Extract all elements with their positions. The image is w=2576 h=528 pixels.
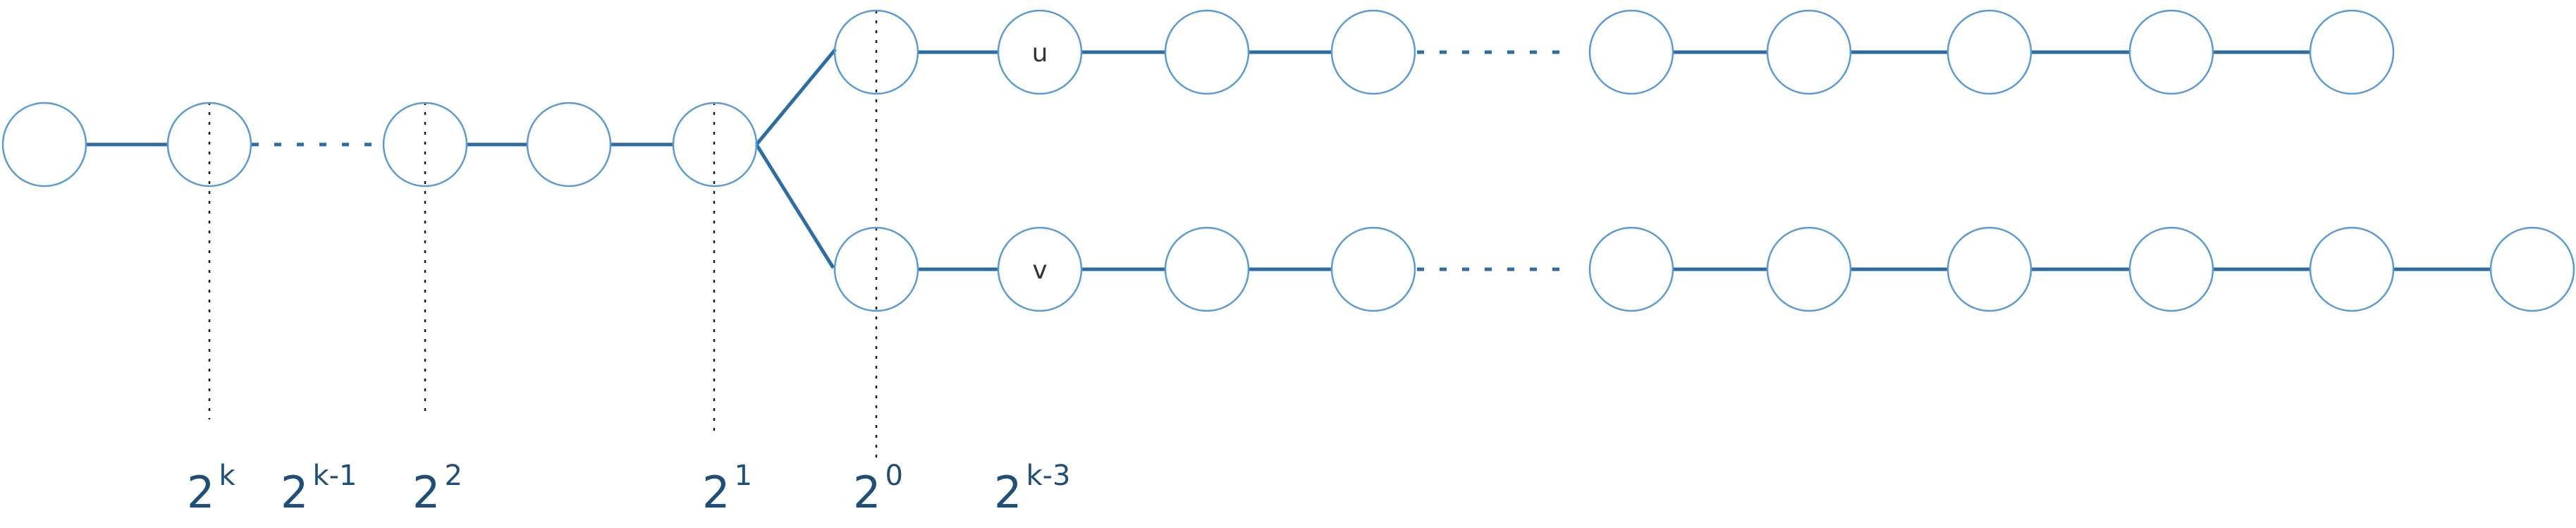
graph-node bbox=[1766, 9, 1852, 95]
graph-node bbox=[1946, 226, 2032, 312]
graph-node bbox=[1, 102, 87, 188]
graph-node bbox=[1164, 9, 1250, 95]
branch-edge-bottom bbox=[754, 143, 835, 269]
node-v bbox=[997, 226, 1083, 312]
bottom-path-nodes bbox=[833, 226, 2575, 312]
branch-edges bbox=[754, 48, 837, 269]
graph-node bbox=[2309, 9, 2395, 95]
left-path-nodes bbox=[1, 102, 758, 188]
graph-node bbox=[1330, 226, 1416, 312]
graph-node bbox=[382, 102, 468, 188]
level-lines bbox=[208, 11, 878, 458]
graph-node bbox=[1330, 9, 1416, 95]
graph-node bbox=[526, 102, 612, 188]
graph-node bbox=[1164, 226, 1250, 312]
graph-node bbox=[2128, 226, 2214, 312]
node-label-u: u bbox=[1032, 39, 1048, 68]
graph-node bbox=[833, 226, 919, 312]
branch-edge-top bbox=[755, 48, 837, 146]
graph-node bbox=[833, 9, 919, 95]
node-label-v: v bbox=[1032, 256, 1047, 285]
graph-node bbox=[1588, 226, 1674, 312]
graph-node bbox=[1588, 9, 1674, 95]
graph-node bbox=[672, 102, 758, 188]
graph-node bbox=[166, 102, 252, 188]
node-u bbox=[997, 9, 1083, 95]
graph-node bbox=[2309, 226, 2395, 312]
graph-node bbox=[2489, 226, 2575, 312]
top-path-nodes bbox=[833, 9, 2395, 95]
graph-node bbox=[2128, 9, 2214, 95]
graph-node bbox=[1766, 226, 1852, 312]
graph-node bbox=[1946, 9, 2032, 95]
